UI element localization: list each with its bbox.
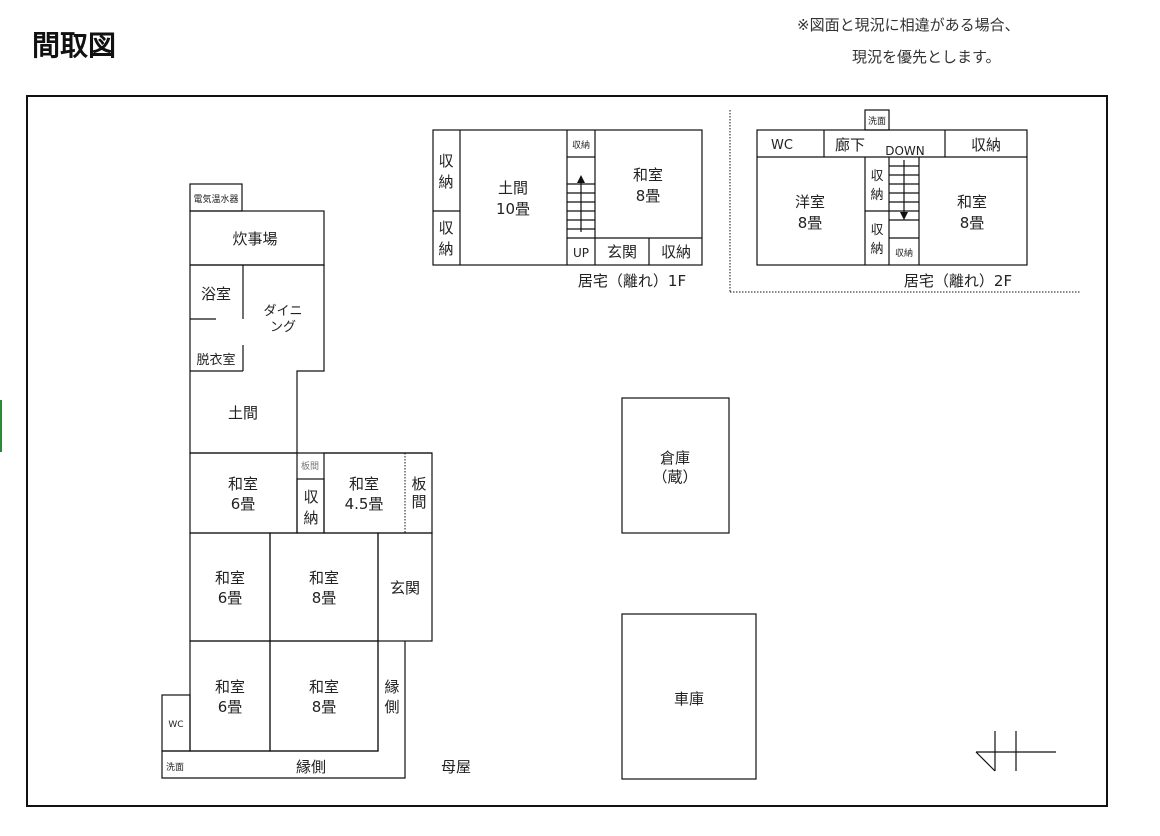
building-label: 居宅（離れ）2F [904, 272, 1012, 290]
disclaimer-note-line1: ※図面と現況に相違がある場合、 [797, 16, 1020, 34]
building-label: （蔵） [652, 468, 697, 486]
room-label: 6畳 [218, 589, 243, 607]
room-label: 納 [438, 240, 453, 258]
room-label: 納 [438, 173, 453, 191]
room-label: UP [573, 246, 589, 260]
room-label: 玄関 [607, 243, 637, 261]
room-label: 土間 [228, 404, 258, 422]
room-label: ング [270, 320, 296, 335]
building-label: 母屋 [441, 758, 471, 776]
main-house: 電気温水器 炊事場 浴室 ダイニ ング 脱衣室 土間 和室 6畳 板間 収 納 … [161, 183, 471, 779]
room-label: 玄関 [390, 579, 420, 597]
disclaimer-note-line2: 現況を優先とします。 [852, 48, 1001, 66]
room-label: 収 [870, 169, 883, 184]
room-label: 和室 [215, 678, 245, 696]
room-label: 納 [870, 188, 883, 203]
room-label: 6畳 [218, 698, 243, 716]
room-label: WC [168, 720, 183, 730]
annex-2f: 洗面 WC 廊下 DOWN 収納 洋室 8畳 収 納 収 納 収納 [729, 109, 1080, 293]
arrow-up-icon [577, 175, 585, 183]
room-engawa [161, 641, 406, 779]
room-label: 8畳 [312, 589, 337, 607]
room-label: 収 [303, 488, 318, 506]
room-label: 和室 [228, 475, 258, 493]
room-label: 和室 [349, 475, 379, 493]
plan-frame [26, 95, 1108, 807]
building-label: 倉庫 [660, 449, 690, 467]
room-label: 縁側 [296, 758, 326, 776]
room-label: 収納 [661, 243, 691, 261]
room-label: 収 [438, 219, 453, 237]
page-title: 間取図 [32, 29, 117, 62]
room-label: 洗面 [166, 761, 184, 773]
room-label: 10畳 [496, 200, 530, 218]
room-wc [161, 694, 191, 752]
room-washitsu-8-a [269, 532, 379, 642]
room-label: 収納 [971, 136, 1001, 154]
room-label: 収納 [572, 139, 590, 151]
annex-1f: 収 納 収 納 土間 10畳 収納 UP 和室 8畳 玄関 収納 居宅（離れ）1… [432, 129, 703, 290]
room-label: 洗面 [868, 115, 886, 127]
stairs [889, 160, 919, 221]
stairs [567, 175, 595, 239]
room-label: 電気温水器 [193, 193, 238, 205]
room-label: 納 [303, 509, 318, 527]
room-label: 和室 [309, 569, 339, 587]
room-label: 6畳 [231, 495, 256, 513]
annex-2f-outline [756, 129, 1028, 266]
room-label: 土間 [498, 179, 528, 197]
room-label: 和室 [215, 569, 245, 587]
room-label: 収納 [895, 247, 913, 259]
building-label: 車庫 [674, 690, 704, 708]
room-label: 縁 [384, 678, 399, 696]
warehouse [621, 397, 730, 534]
room-washitsu-6-b [189, 532, 271, 642]
room-label: 間 [411, 493, 426, 511]
room-label: 和室 [309, 678, 339, 696]
room-label: 8畳 [636, 187, 661, 205]
room-label: 4.5畳 [345, 495, 384, 513]
edge-marker [0, 400, 2, 452]
room-label: 8畳 [798, 214, 823, 232]
room-label: DOWN [885, 144, 925, 158]
room-label: 脱衣室 [196, 352, 235, 368]
room-label: 板間 [301, 460, 319, 472]
room-washitsu-6-a [189, 452, 298, 534]
room-washitsu-6-c [189, 640, 271, 752]
room-label: 収 [438, 152, 453, 170]
room-label: ダイニ [263, 304, 302, 319]
arrow-down-icon [900, 212, 908, 220]
room-label: 納 [870, 242, 883, 257]
room-label: 浴室 [201, 285, 231, 303]
room-label: 和室 [957, 193, 987, 211]
room-label: 8畳 [960, 214, 985, 232]
room-label: 炊事場 [232, 230, 277, 248]
room-label: 板 [411, 475, 426, 493]
room-label: 8畳 [312, 698, 337, 716]
room-label: WC [771, 138, 793, 153]
north-arrow-icon [975, 731, 1056, 772]
room-label: 側 [384, 698, 399, 716]
room-label: 収 [870, 223, 883, 238]
room-label: 和室 [633, 166, 663, 184]
room-label: 洋室 [795, 193, 825, 211]
room-washitsu-8-b [269, 640, 379, 752]
room-label: 廊下 [835, 136, 865, 154]
building-label: 居宅（離れ）1F [578, 272, 686, 290]
garage [621, 613, 757, 780]
